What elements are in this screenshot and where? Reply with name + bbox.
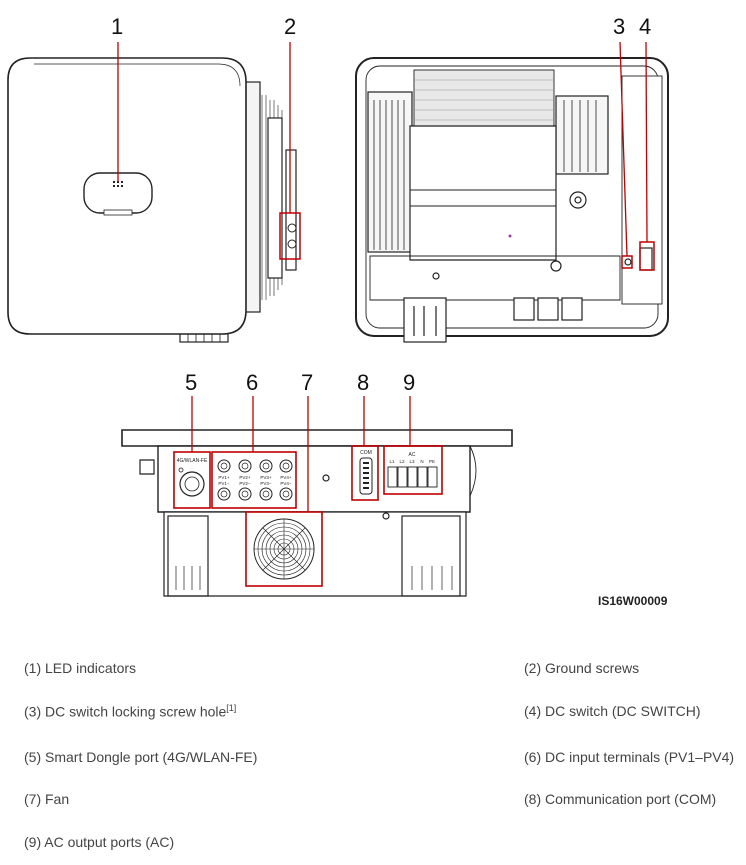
pv1-minus-label: PV1− [218, 481, 230, 486]
rear-view [355, 57, 669, 343]
legend-item-7: (7) Fan [24, 791, 70, 807]
com-port: COM [351, 445, 379, 501]
figure-code: IS16W00009 [598, 594, 668, 608]
dc-switch-lock-hole [621, 255, 633, 269]
dc-input-terminals: PV1+ PV2+ PV3+ PV4+ PV1− PV2− PV3− PV4− [211, 451, 297, 509]
smart-dongle-port: 4G/WLAN-FE [173, 451, 211, 509]
pv1-plus-label: PV1+ [218, 475, 230, 480]
pv2-minus-label: PV2− [239, 481, 251, 486]
dongle-port-label: 4G/WLAN-FE [177, 458, 208, 464]
legend-item-3-text: (3) DC switch locking screw hole [24, 703, 227, 720]
callout-6: 6 [246, 370, 259, 395]
legend-item-1: (1) LED indicators [24, 660, 137, 676]
fan [245, 511, 323, 587]
footnote-ref[interactable]: [1] [226, 703, 237, 713]
legend-item-6: (6) DC input terminals (PV1–PV4) [524, 749, 735, 765]
callout-7: 7 [301, 370, 314, 395]
pv4-plus-label: PV4+ [280, 475, 292, 480]
callout-2: 2 [284, 14, 297, 39]
leader-lines [117, 41, 648, 512]
legend-item-3: (3) DC switch locking screw hole[1] [24, 703, 236, 720]
callout-9: 9 [403, 370, 416, 395]
ac-port-label: AC [409, 452, 416, 458]
legend-item-8: (8) Communication port (COM) [524, 791, 717, 807]
callout-1: 1 [111, 14, 124, 39]
legend-item-4: (4) DC switch (DC SWITCH) [524, 703, 701, 719]
legend-item-5: (5) Smart Dongle port (4G/WLAN-FE) [24, 749, 258, 765]
callout-3: 3 [613, 14, 626, 39]
pv3-plus-label: PV3+ [260, 475, 272, 480]
ac-l3-label: L3 [409, 459, 415, 464]
callout-8: 8 [357, 370, 370, 395]
ac-pe-label: PE [429, 459, 435, 464]
callout-4: 4 [639, 14, 652, 39]
callout-5: 5 [185, 370, 198, 395]
pv2-plus-label: PV2+ [239, 475, 251, 480]
ac-l2-label: L2 [399, 459, 405, 464]
ac-l1-label: L1 [389, 459, 395, 464]
front-view [7, 57, 297, 343]
ac-n-label: N [420, 459, 423, 464]
com-port-label: COM [360, 450, 372, 456]
pv3-minus-label: PV3− [260, 481, 272, 486]
legend-item-9: (9) AC output ports (AC) [24, 834, 175, 850]
ac-output-ports: AC L1 L2 L3 N PE [383, 445, 443, 495]
pv4-minus-label: PV4− [280, 481, 292, 486]
legend-item-2: (2) Ground screws [524, 660, 640, 676]
